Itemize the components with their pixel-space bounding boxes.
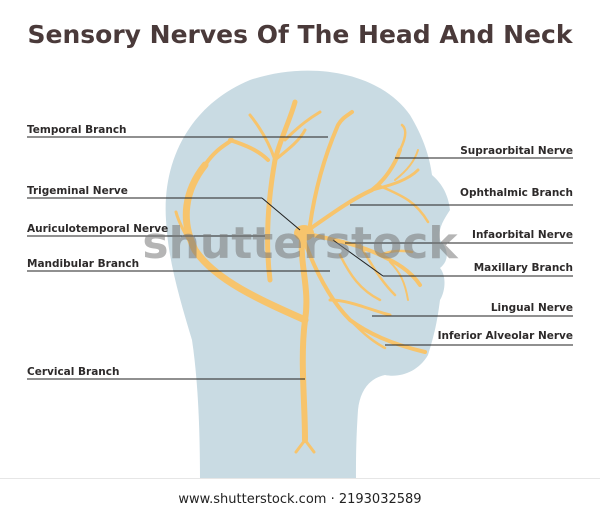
leader-lines-left	[27, 136, 330, 380]
label-ophthalmic-branch: Ophthalmic Branch	[460, 187, 573, 199]
label-auriculotemporal-nerve: Auriculotemporal Nerve	[27, 223, 169, 235]
label-inferior-alveolar-nerve: Inferior Alveolar Nerve	[437, 330, 573, 342]
footer-text: www.shutterstock.com · 2193032589	[178, 492, 422, 507]
label-infaorbital-nerve: Infaorbital Nerve	[472, 229, 573, 241]
nerve-network	[174, 99, 430, 454]
label-mandibular-branch: Mandibular Branch	[27, 258, 140, 270]
footer-bar	[0, 478, 600, 512]
label-maxillary-branch: Maxillary Branch	[473, 262, 573, 274]
watermark-text: shutterstock	[142, 218, 458, 269]
leader-lines-right	[332, 157, 573, 346]
label-lingual-nerve: Lingual Nerve	[490, 302, 573, 314]
label-cervical-branch: Cervical Branch	[27, 366, 120, 378]
page-title: Sensory Nerves Of The Head And Neck	[27, 20, 573, 49]
label-trigeminal-nerve: Trigeminal Nerve	[27, 185, 128, 197]
label-temporal-branch: Temporal Branch	[27, 124, 127, 136]
label-supraorbital-nerve: Supraorbital Nerve	[460, 145, 573, 157]
head-silhouette	[165, 70, 450, 479]
